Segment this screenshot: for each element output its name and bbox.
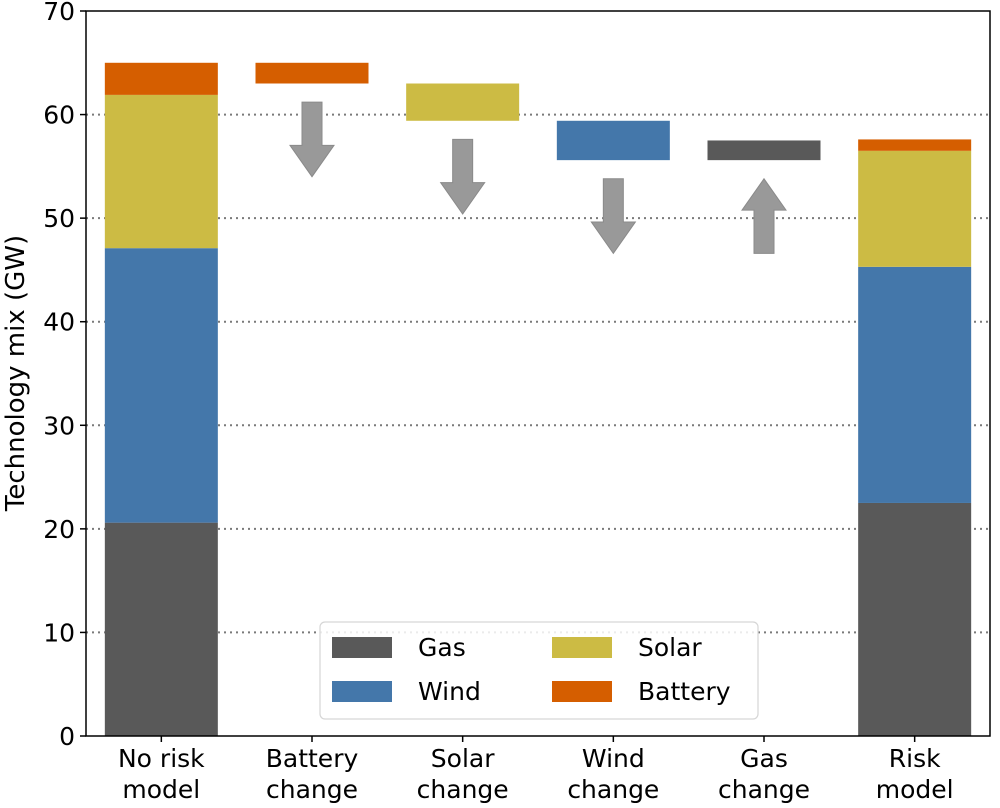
- x-tick-label-line: Risk: [889, 744, 941, 773]
- grid-layer: [86, 113, 990, 634]
- y-tick-label: 60: [43, 101, 75, 130]
- arrow-down-icon: [289, 101, 335, 178]
- x-tick-label-line: Solar: [431, 744, 495, 773]
- arrow-up-icon: [741, 177, 787, 254]
- legend-frame: [319, 621, 759, 720]
- x-tick-label-line: change: [567, 775, 659, 804]
- legend-label-gas: Gas: [418, 633, 466, 662]
- y-tick-label: 20: [43, 515, 75, 544]
- legend-swatch-solar: [552, 637, 612, 658]
- legend-label-wind: Wind: [418, 677, 481, 706]
- change-bar-wind: [556, 120, 670, 161]
- bar-segment-battery: [104, 62, 218, 95]
- change-bar-solar: [406, 83, 520, 121]
- bar-segment-solar: [858, 150, 972, 267]
- arrow-down-icon: [590, 178, 637, 255]
- bar-segment-gas: [104, 522, 218, 736]
- x-tick-label-line: Battery: [266, 744, 359, 773]
- bar-segment-solar: [104, 94, 218, 249]
- x-tick-label-line: Gas: [740, 744, 788, 773]
- legend-label-battery: Battery: [638, 677, 731, 706]
- bar-segment-battery: [858, 139, 972, 151]
- x-tick-label-line: model: [122, 775, 200, 804]
- arrows-layer: [289, 101, 787, 255]
- y-tick-label: 50: [43, 204, 75, 233]
- x-tick-label-line: change: [718, 775, 810, 804]
- y-tick-label: 70: [43, 0, 75, 26]
- change-bar-gas: [707, 140, 821, 161]
- y-tick-label: 0: [59, 722, 75, 751]
- bar-segment-gas: [858, 502, 972, 736]
- legend-swatch-wind: [332, 681, 392, 702]
- y-tick-label: 40: [43, 308, 75, 337]
- y-tick-label: 30: [43, 411, 75, 440]
- x-tick-label-line: change: [417, 775, 509, 804]
- change-bar-battery: [255, 62, 369, 84]
- x-tick-label-line: model: [876, 775, 954, 804]
- y-axis-title: Technology mix (GW): [1, 235, 31, 512]
- arrow-down-icon: [439, 138, 486, 215]
- x-tick-label-line: No risk: [118, 744, 205, 773]
- x-tick-label-line: Wind: [582, 744, 645, 773]
- bars-layer: [104, 62, 972, 736]
- bar-segment-wind: [104, 248, 218, 523]
- plot-frame: [85, 10, 991, 737]
- legend-swatch-gas: [332, 637, 392, 658]
- x-tick-label-line: change: [266, 775, 358, 804]
- legend-label-solar: Solar: [638, 633, 702, 662]
- bar-segment-wind: [858, 266, 972, 503]
- y-tick-label: 10: [43, 618, 75, 647]
- legend-swatch-battery: [552, 681, 612, 702]
